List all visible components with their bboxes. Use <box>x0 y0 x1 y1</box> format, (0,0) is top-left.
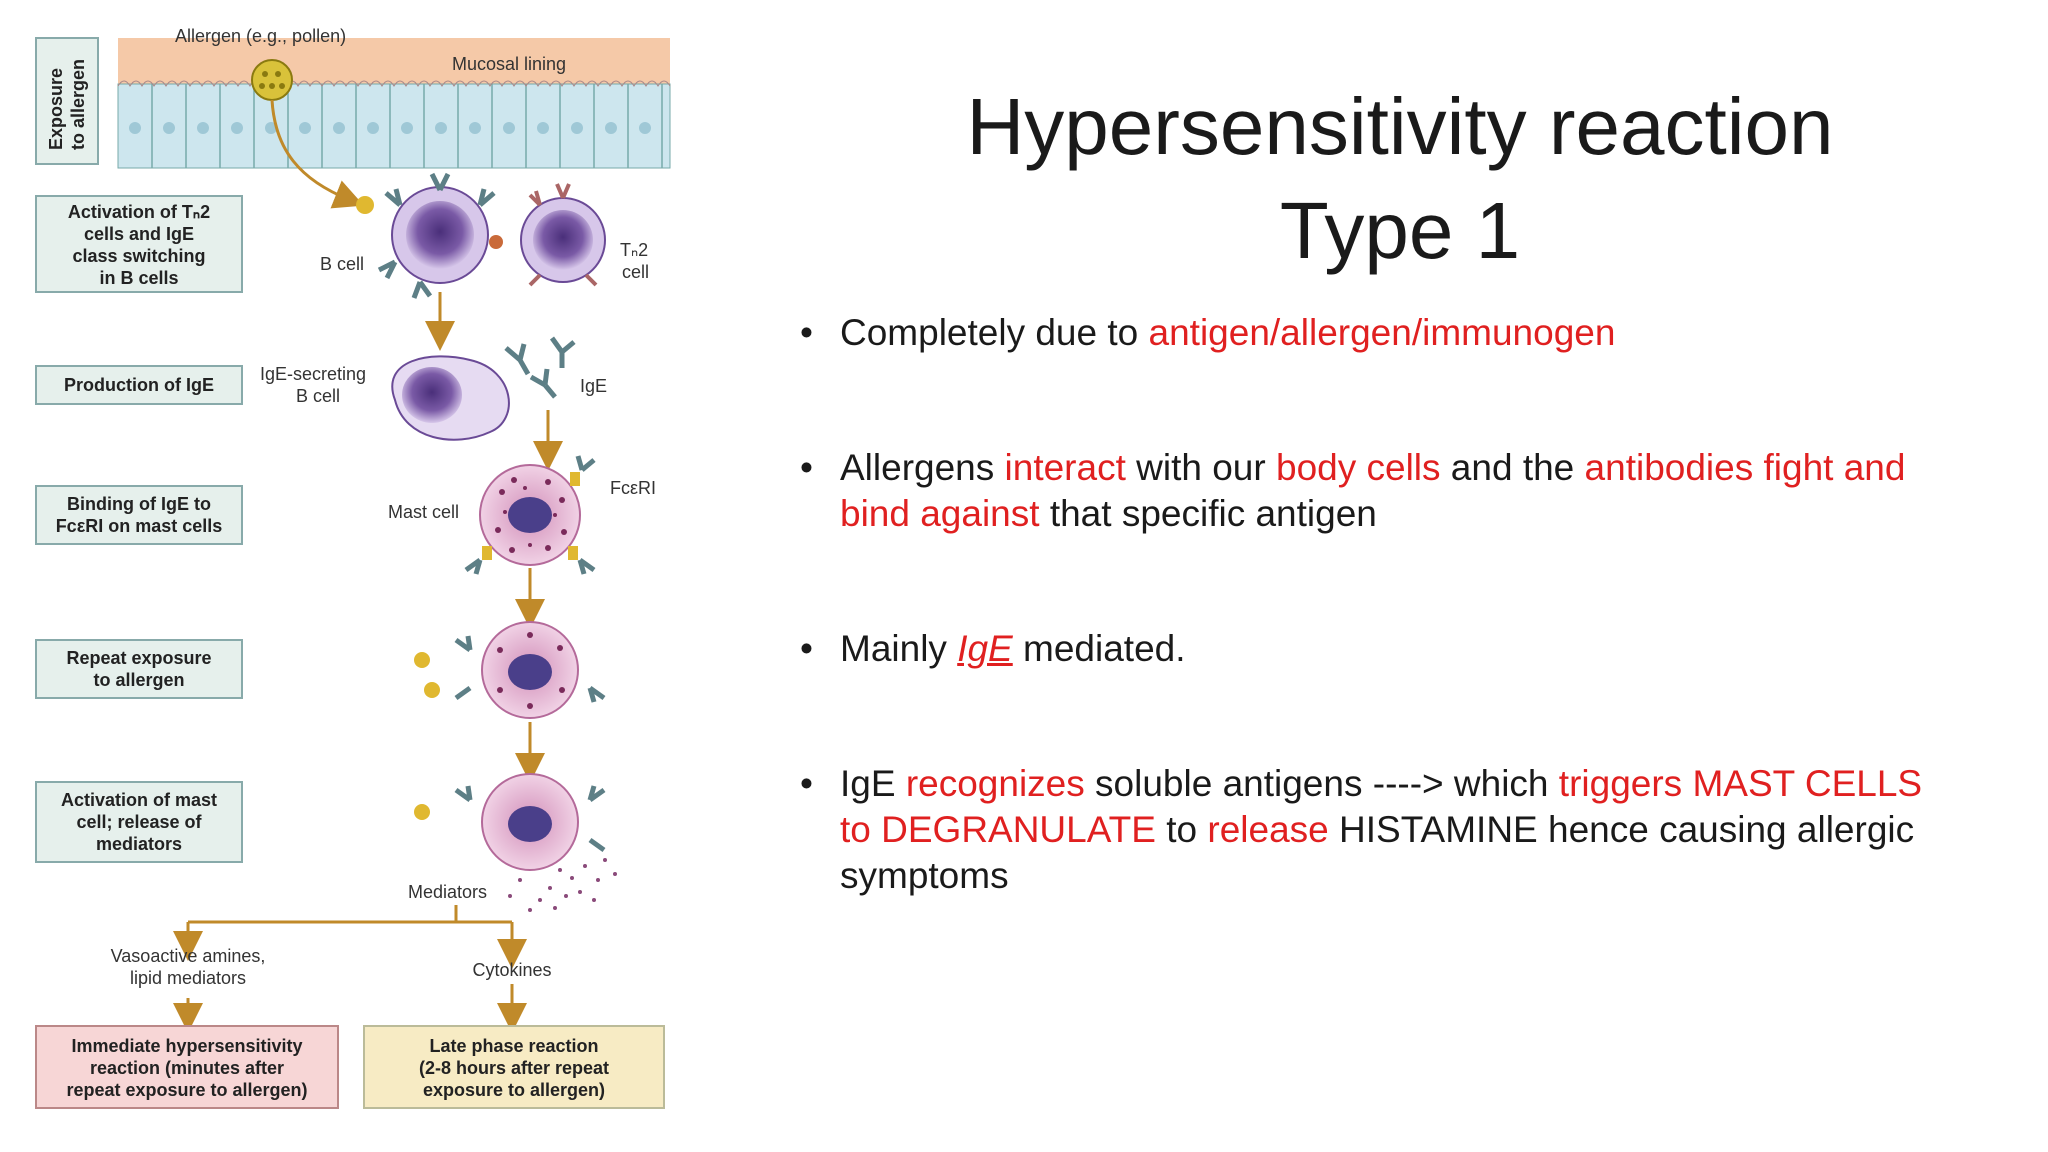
vasoactive-label-line1: Vasoactive amines, <box>111 946 266 966</box>
th2-label-line2: cell <box>622 262 649 282</box>
highlight-segment: triggers MAST CELLS to DEGRANULATE <box>840 763 1923 850</box>
exposure-label-line2: to allergen <box>68 59 88 150</box>
text-segment: IgE <box>840 763 906 804</box>
text-segment: Completely due to <box>840 312 1149 353</box>
ige-secreting-cell-icon <box>391 355 510 441</box>
th2-label-line1: Tₙ2 <box>620 240 648 260</box>
bullet-item: Mainly IgE mediated. <box>800 626 1950 672</box>
step-line: class switching <box>72 246 205 266</box>
highlight-segment: recognizes <box>905 763 1085 804</box>
highlight-segment: release <box>1207 809 1329 850</box>
step-line: cell; release of <box>76 812 202 832</box>
mast-cell-label: Mast cell <box>388 502 459 522</box>
th2-cell-icon <box>520 183 606 287</box>
ige-link[interactable]: IgE <box>957 628 1013 669</box>
fceri-label: FcεRI <box>610 478 656 498</box>
ige-secreting-label-line1: IgE-secreting <box>260 364 366 384</box>
immediate-line: reaction (minutes after <box>90 1058 284 1078</box>
branch-arrows <box>173 905 527 1033</box>
step-line: FcεRI on mast cells <box>56 516 223 536</box>
text-segment: to <box>1155 809 1208 850</box>
vasoactive-label-line2: lipid mediators <box>130 968 246 988</box>
mediators-label: Mediators <box>408 882 487 902</box>
cytokines-label: Cytokines <box>472 960 551 980</box>
allergen-label: Allergen (e.g., pollen) <box>175 26 346 46</box>
allergen-path-arrow <box>270 99 364 209</box>
th2-link-dot <box>489 235 503 249</box>
late-phase-box: Late phase reaction (2-8 hours after rep… <box>363 1025 665 1109</box>
step-box-activation-th2: Activation of Tₙ2 cells and IgE class sw… <box>35 195 243 293</box>
highlight-segment: interact <box>1004 447 1126 488</box>
ige-label: IgE <box>580 376 607 396</box>
text-segment: that specific antigen <box>1039 493 1377 534</box>
step-box-binding-ige: Binding of IgE to FcεRI on mast cells <box>35 485 243 545</box>
step-box-production-ige: Production of IgE <box>35 365 243 405</box>
ige-antibody-icons <box>504 336 576 399</box>
text-segment: mediated. <box>1012 628 1186 669</box>
bullet-list: Completely due to antigen/allergen/immun… <box>800 310 1950 899</box>
title-line-1: Hypersensitivity reaction <box>966 82 1834 171</box>
antigen-icon <box>356 196 374 214</box>
title-line-2: Type 1 <box>1279 186 1521 275</box>
step-line: cells and IgE <box>84 224 194 244</box>
immediate-line: Immediate hypersensitivity <box>71 1036 302 1056</box>
step-line: in B cells <box>99 268 178 288</box>
hypersensitivity-diagram: Exposure to allergen Allergen (e.g., pol… <box>35 26 671 1109</box>
b-cell-icon <box>377 172 496 299</box>
bullet-item: IgE recognizes soluble antigens ----> wh… <box>800 761 1950 899</box>
step-line: Activation of Tₙ2 <box>68 202 210 222</box>
bullet-item: Allergens interact with our body cells a… <box>800 445 1950 537</box>
mast-cell-icon <box>464 455 596 575</box>
exposure-label-line1: Exposure <box>46 68 66 150</box>
text-segment: soluble antigens ----> which <box>1084 763 1559 804</box>
pollen-icon <box>251 59 293 101</box>
step-line: Binding of IgE to <box>67 494 211 514</box>
bullet-item: Completely due to antigen/allergen/immun… <box>800 310 1950 356</box>
mast-cell-repeat-icon <box>414 621 606 719</box>
step-line: Repeat exposure <box>66 648 211 668</box>
text-segment: Allergens <box>840 447 1005 488</box>
mucosal-lining: Allergen (e.g., pollen) Mucosal lining <box>117 26 671 169</box>
late-line: (2-8 hours after repeat <box>419 1058 609 1078</box>
late-line: Late phase reaction <box>429 1036 598 1056</box>
highlight-segment: body cells <box>1276 447 1441 488</box>
highlight-segment: antibodies fight and bind against <box>840 447 1906 534</box>
step-line: to allergen <box>93 670 184 690</box>
text-segment: and the <box>1440 447 1585 488</box>
step-box-activation-mast: Activation of mast cell; release of medi… <box>35 781 243 863</box>
b-cell-label: B cell <box>320 254 364 274</box>
exposure-box: Exposure to allergen <box>35 37 99 165</box>
text-segment: with our <box>1125 447 1276 488</box>
immediate-reaction-box: Immediate hypersensitivity reaction (min… <box>35 1025 339 1109</box>
step-line: Activation of mast <box>61 790 217 810</box>
ige-secreting-label-line2: B cell <box>296 386 340 406</box>
step-line: mediators <box>96 834 182 854</box>
highlight-segment: antigen/allergen/immunogen <box>1148 312 1616 353</box>
step-box-repeat-exposure: Repeat exposure to allergen <box>35 639 243 699</box>
step-line: Production of IgE <box>64 375 214 395</box>
late-line: exposure to allergen) <box>423 1080 605 1100</box>
mucosal-label: Mucosal lining <box>452 54 566 74</box>
immediate-line: repeat exposure to allergen) <box>66 1080 307 1100</box>
text-segment: HISTAMINE hence causing allergic symptom… <box>840 809 1915 896</box>
mast-cell-degranulating-icon <box>414 773 617 912</box>
text-segment: Mainly <box>840 628 958 669</box>
slide-title: Hypersensitivity reaction Type 1 <box>800 75 2000 283</box>
